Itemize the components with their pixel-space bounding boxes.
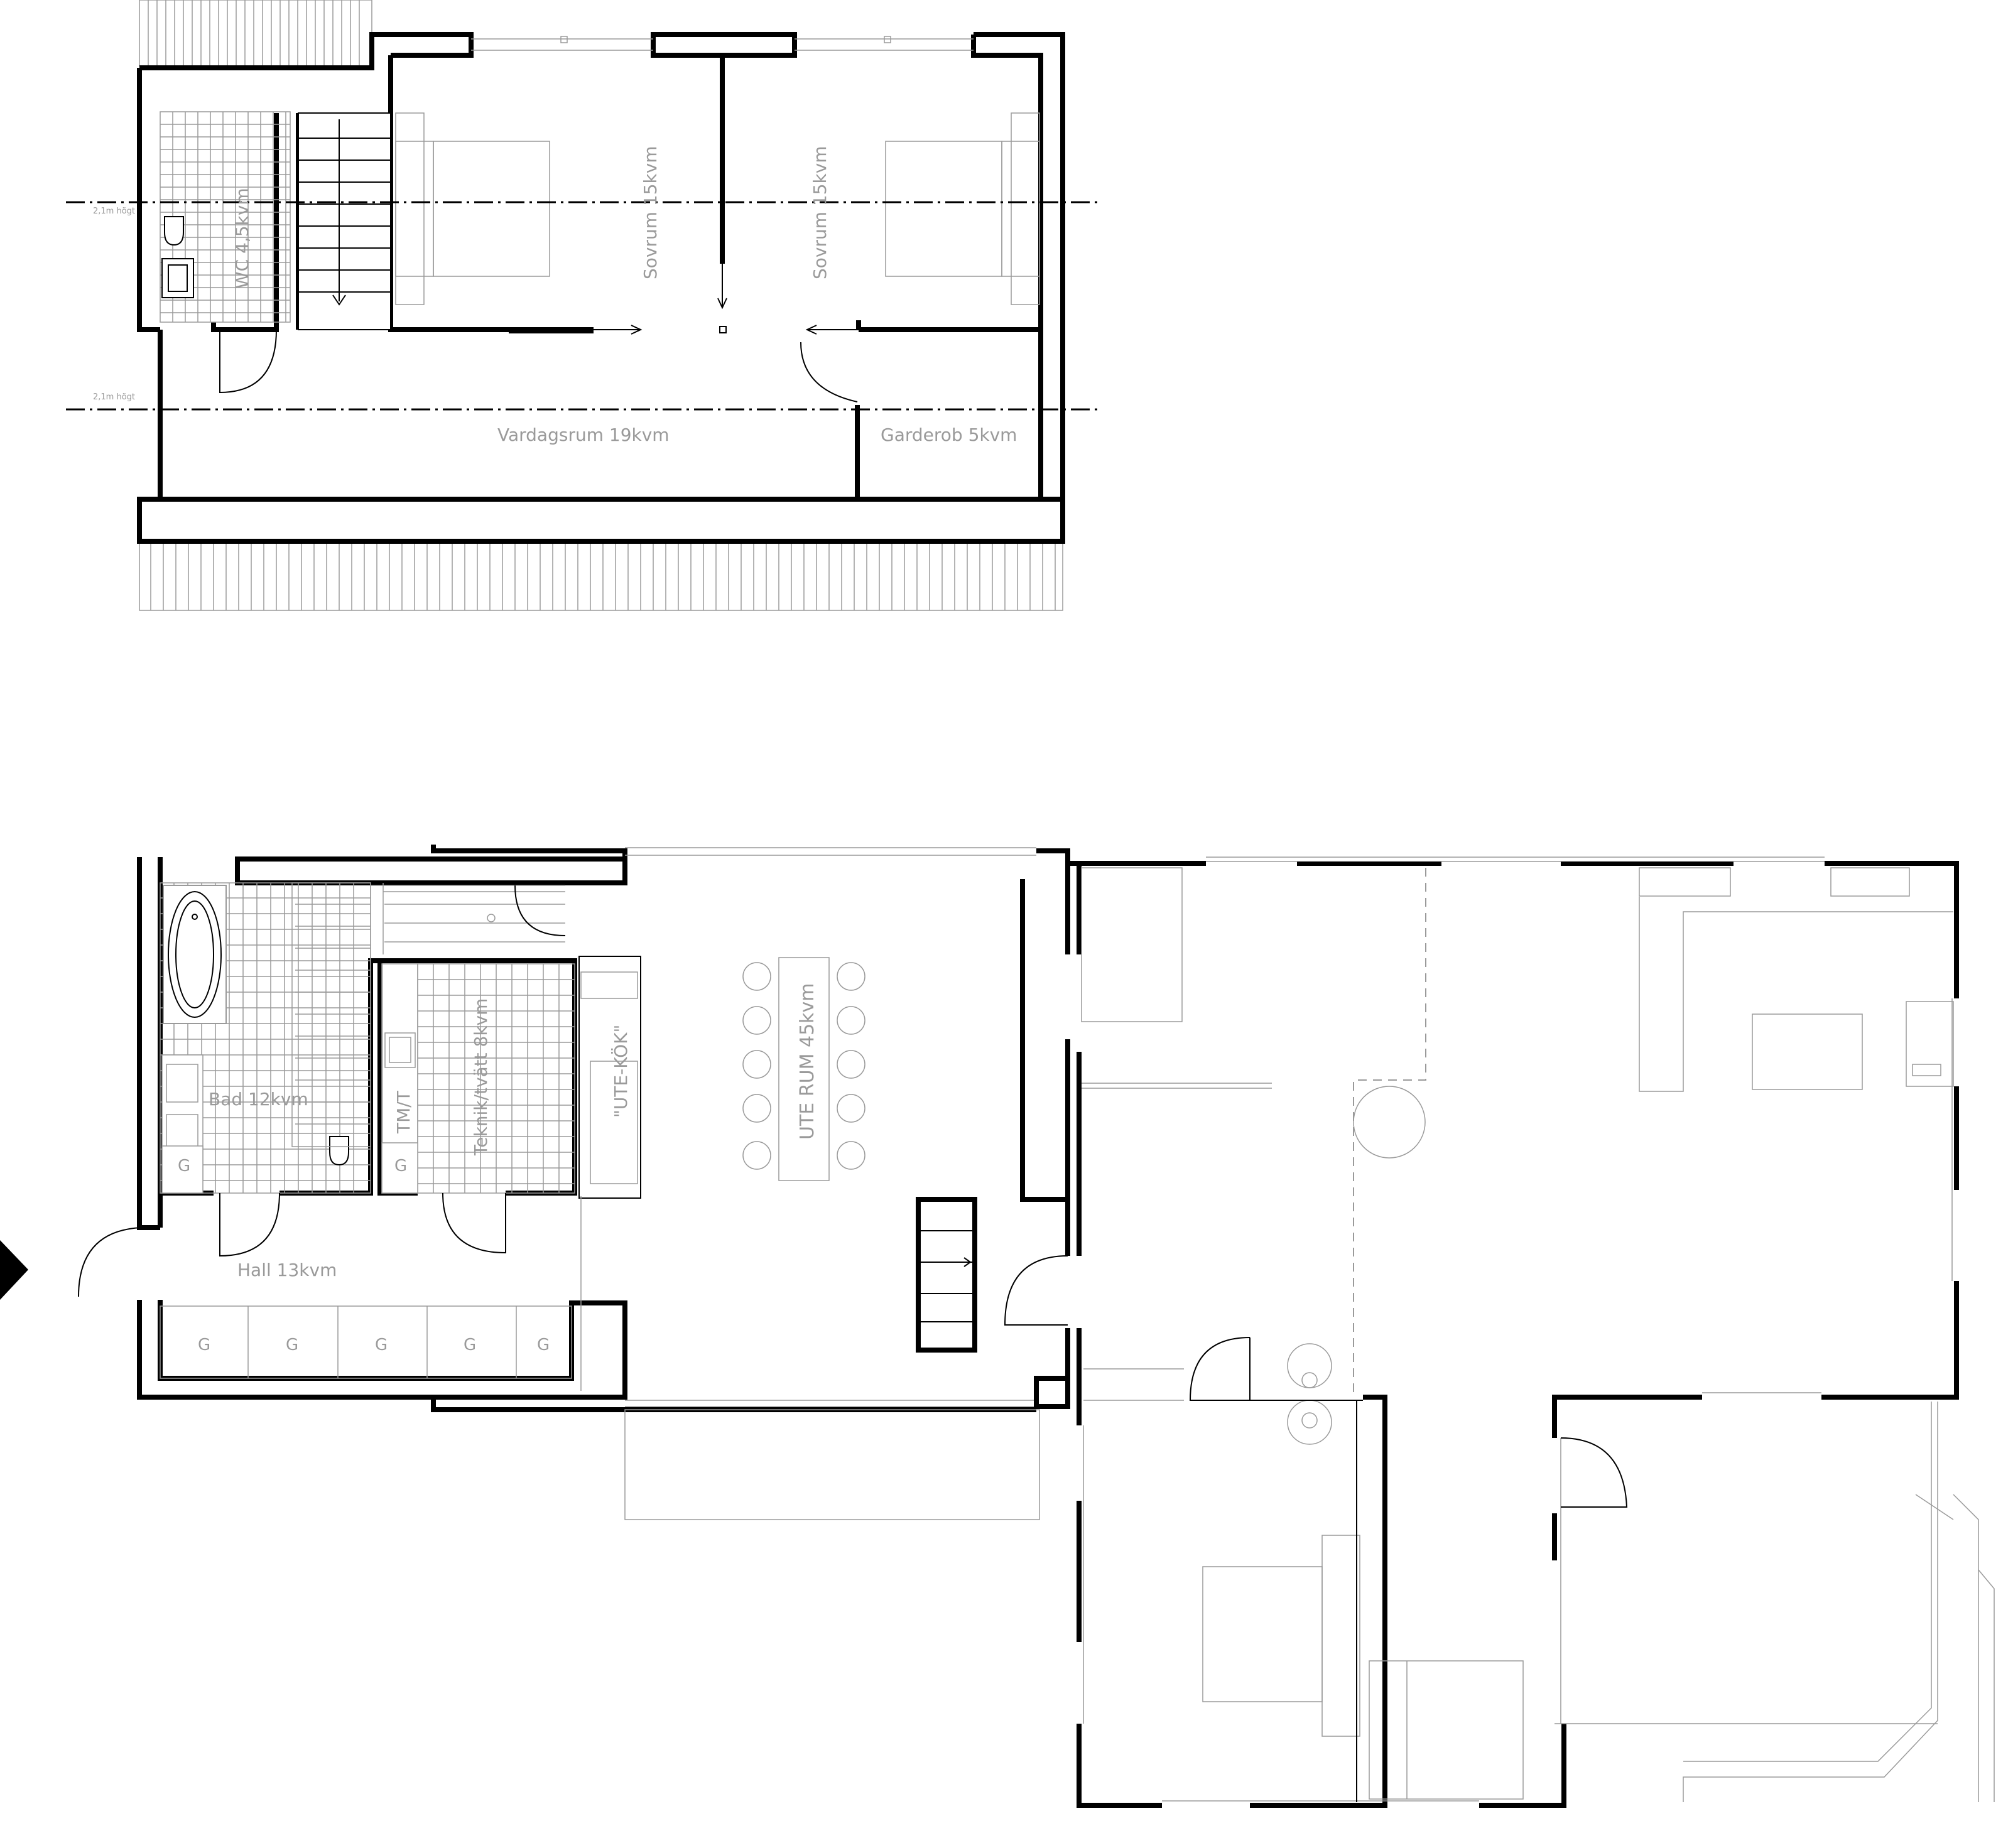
bed-left-icon <box>395 112 550 305</box>
entrance-marker-icon <box>0 1240 28 1300</box>
sliding-door-arrows <box>509 220 859 335</box>
ground-floor-plan: G <box>0 845 1995 1808</box>
dining-table-icon <box>778 957 830 1181</box>
right-glazing <box>1083 856 1995 1802</box>
wc-sink-icon <box>161 258 194 298</box>
room-label-teknik: Teknik/tvätt 8kvm <box>470 998 491 1156</box>
room-label-ute-kok: "UTE-KÖK" <box>610 1025 631 1118</box>
section-lines <box>66 201 1102 411</box>
middle-door-arc <box>1004 1255 1068 1326</box>
room-label-ute-rum: UTE RUM 45kvm <box>796 983 818 1140</box>
bathtub-icon <box>163 885 227 1024</box>
hall-storage-3: G <box>375 1336 388 1354</box>
roof-hatch-top <box>139 0 372 67</box>
ground-right-walls <box>1065 854 1959 1808</box>
height-mark-1: 2,1m högt <box>93 207 135 216</box>
hall-storage-5: G <box>537 1336 550 1354</box>
room-label-wc: WC 4,5kvm <box>232 188 252 289</box>
room-label-hall: Hall 13kvm <box>237 1260 337 1280</box>
bath-toilet-icon <box>329 1136 349 1166</box>
hall-wardrobes <box>160 1305 572 1379</box>
hall-storage-1: G <box>198 1336 210 1354</box>
middle-stairs <box>918 1230 975 1322</box>
upper-door-arcs <box>219 329 858 403</box>
room-label-bad: Bad 12kvm <box>209 1089 308 1110</box>
room-label-tm: TM/T <box>393 1090 414 1134</box>
hall-storage-2: G <box>286 1336 298 1354</box>
hall-storage-4: G <box>464 1336 476 1354</box>
right-dashed <box>1353 868 1426 1397</box>
ground-left-door-arcs <box>78 1192 506 1297</box>
bath-storage-label: G <box>178 1157 190 1175</box>
bath-sinks-icon <box>161 1054 203 1194</box>
bed-right-icon <box>885 112 1040 305</box>
upper-stairs <box>298 112 391 330</box>
teknik-fixtures <box>381 963 418 1194</box>
dining-chairs <box>742 962 865 1170</box>
ute-kok-counter <box>580 971 638 1184</box>
ground-stairs <box>291 882 565 1147</box>
room-label-sovrum-1: Sovrum 15kvm <box>640 146 661 279</box>
height-mark-2: 2,1m högt <box>93 392 135 402</box>
wc-toilet-icon <box>164 216 184 246</box>
wc-tile-grid <box>160 111 291 323</box>
teknik-tile-grid <box>417 963 575 1194</box>
upper-floor-plan: 2,1m högt 2,1m högt WC 4,5kvm Sovrum 15k… <box>66 0 1102 611</box>
roof-hatch-bottom <box>139 541 1063 611</box>
door-arc-stairs <box>514 885 566 936</box>
room-label-garderob: Garderob 5kvm <box>881 424 1017 445</box>
tech-storage-label: G <box>394 1157 407 1175</box>
upper-exterior-walls <box>137 32 1065 544</box>
room-label-vardagsrum: Vardagsrum 19kvm <box>497 424 670 445</box>
upper-stairs-over <box>384 904 565 943</box>
right-door-arcs <box>1189 1337 1628 1802</box>
right-interior <box>1081 867 1954 1800</box>
ground-left-glazing <box>580 847 1040 1520</box>
room-label-sovrum-2: Sovrum 15kvm <box>810 146 830 279</box>
middle-walls <box>916 848 1070 1409</box>
upper-window-top <box>471 36 974 51</box>
